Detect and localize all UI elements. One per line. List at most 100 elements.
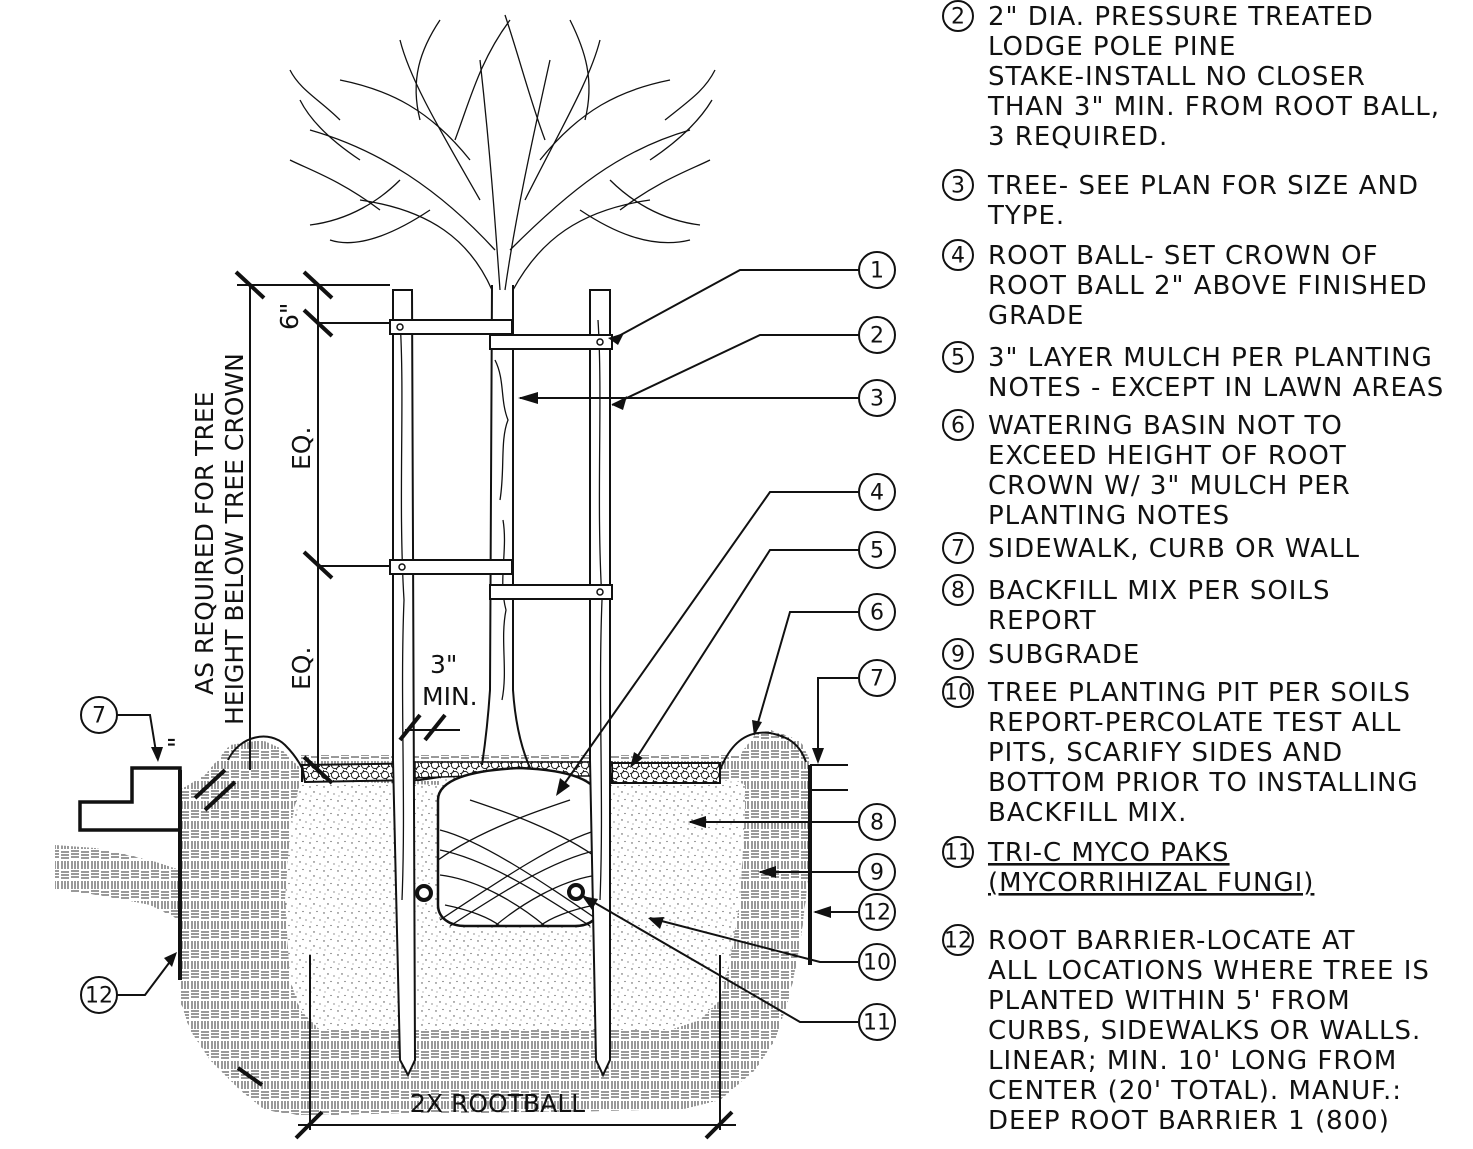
dim-top-offset: 6" [275,303,304,330]
svg-text:4: 4 [870,481,884,506]
note-number: 4 [951,244,965,269]
svg-text:8: 8 [870,811,884,836]
note-line: REPORT [988,606,1097,636]
note-line: BACKFILL MIX. [988,798,1187,828]
note-line: LODGE POLE PINE [988,32,1236,62]
note-line: 2" DIA. PRESSURE TREATED [988,2,1374,32]
note-line: ROOT BALL- SET CROWN OF [988,241,1379,271]
note-line: ROOT BARRIER-LOCATE AT [988,926,1356,956]
note-line: NOTES - EXCEPT IN LAWN AREAS [988,373,1444,403]
callout-7-left: 7 [80,696,118,734]
note-line: TREE- SEE PLAN FOR SIZE AND [987,171,1419,201]
svg-text:2: 2 [870,324,884,349]
dim-overall-height-line2: HEIGHT BELOW TREE CROWN [220,353,249,725]
dim-curb-mark: " [163,737,192,749]
callout-11: 11 [858,1003,896,1041]
note-line: PLANTED WITHIN 5' FROM [988,986,1351,1016]
note-line: ALL LOCATIONS WHERE TREE IS [988,956,1430,986]
note-number: 12 [944,929,972,954]
callout-12-right: 12 [858,893,896,931]
note-number: 3 [951,174,965,199]
dimension-lines [193,270,736,1140]
callout-1: 1 [858,251,896,289]
callout-6: 6 [858,593,896,631]
callout-9: 9 [858,853,896,891]
dim-upper-spacing: EQ. [287,427,316,470]
note-line: TYPE. [987,201,1065,231]
note-number-circle [942,341,974,373]
tree-tie-upper [389,319,613,350]
note-number-circle [942,676,974,708]
myco-pak-left [415,884,433,902]
note-line: STAKE-INSTALL NO CLOSER [988,62,1366,92]
callout-10: 10 [858,943,896,981]
note-number-circle [942,924,974,956]
note-number: 5 [951,346,965,371]
note-number-circle [942,532,974,564]
note-number-circle [942,836,974,868]
note-line: BOTTOM PRIOR TO INSTALLING [988,768,1419,798]
note-number: 2 [951,5,965,30]
callout-3: 3 [858,379,896,417]
svg-text:11: 11 [863,1011,891,1036]
dim-lower-spacing: EQ. [287,647,316,690]
svg-text:10: 10 [863,951,891,976]
note-number-circle [942,574,974,606]
note-line: PLANTING NOTES [988,501,1230,531]
dim-overall-height: AS REQUIRED FOR TREE [190,392,219,695]
svg-text:1: 1 [870,259,884,284]
stake-right [589,289,611,1078]
dim-pit-width: 2X ROOTBALL [410,1089,585,1118]
svg-text:12: 12 [85,984,113,1009]
svg-text:3: 3 [870,387,884,412]
tree-trunk [481,284,531,769]
callout-12-left: 12 [80,976,118,1014]
svg-text:6: 6 [870,601,884,626]
note-number-circle [942,239,974,271]
svg-text:12: 12 [863,901,891,926]
note-line: CURBS, SIDEWALKS OR WALLS. [988,1016,1421,1046]
note-line: ROOT BALL 2" ABOVE FINISHED [988,271,1428,301]
tree-tie-lower [389,559,613,600]
note-line: 3" LAYER MULCH PER PLANTING [988,343,1433,373]
note-number: 10 [944,681,972,706]
note-number: 8 [951,579,965,604]
myco-pak-right [567,883,585,901]
watering-basin-left [227,735,303,769]
note-line: GRADE [988,301,1084,331]
sidewalk-left [78,766,182,832]
note-line: SUBGRADE [988,640,1140,670]
callout-7: 7 [858,659,896,697]
callout-5: 5 [858,531,896,569]
note-line: TRI-C MYCO PAKS [987,838,1230,868]
note-9: 9 SUBGRADE [942,638,1140,670]
note-line: SIDEWALK, CURB OR WALL [988,534,1360,564]
note-line: 3 REQUIRED. [988,122,1168,152]
note-number: 11 [944,841,972,866]
callout-4: 4 [858,473,896,511]
note-line: TREE PLANTING PIT PER SOILS [987,678,1411,708]
leader-lines [117,269,860,1023]
stake-left [392,289,417,1078]
note-line: LINEAR; MIN. 10' LONG FROM [988,1046,1397,1076]
note-number: 9 [951,643,965,668]
note-line: THAN 3" MIN. FROM ROOT BALL, [987,92,1440,122]
svg-text:7: 7 [92,704,106,729]
dim-stake-clearance-1: 3" [430,650,457,679]
note-number-circle [942,409,974,441]
note-line: CROWN W/ 3" MULCH PER [988,471,1351,501]
note-line: PITS, SCARIFY SIDES AND [988,738,1343,768]
note-number: 6 [951,414,965,439]
note-line: BACKFILL MIX PER SOILS [988,576,1330,606]
